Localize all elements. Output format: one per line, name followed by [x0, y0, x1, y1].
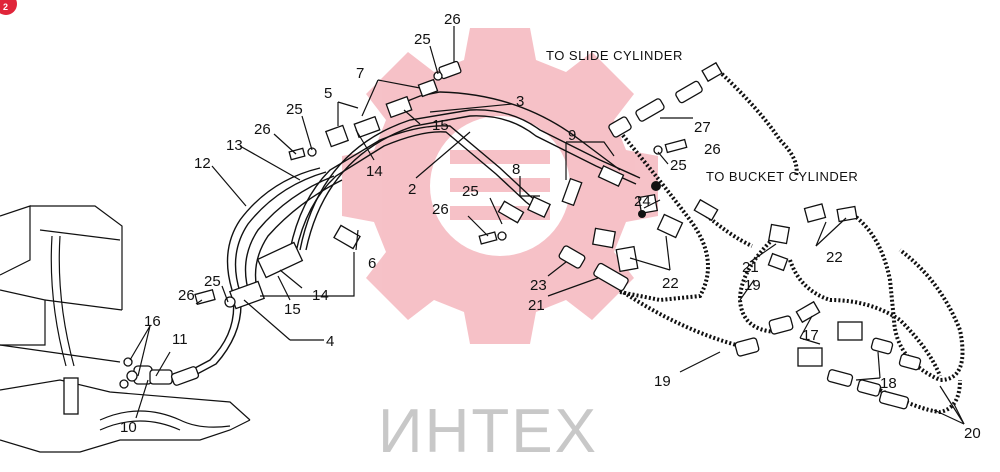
fittings — [119, 60, 922, 410]
callout-19: 19 — [654, 373, 671, 390]
callout-15: 15 — [432, 117, 449, 134]
callout-22: 22 — [826, 249, 843, 266]
callout-5: 5 — [324, 85, 332, 102]
callout-25: 25 — [462, 183, 479, 200]
callout-25: 25 — [670, 157, 687, 174]
callout-labels: 26 25 7 3 5 25 15 26 13 14 12 2 9 27 26 … — [120, 11, 981, 442]
callout-24: 24 — [634, 193, 651, 210]
callout-25: 25 — [286, 101, 303, 118]
leader-lines — [129, 26, 965, 425]
callout-14: 14 — [366, 163, 383, 180]
callout-13: 13 — [226, 137, 243, 154]
callout-14: 14 — [312, 287, 329, 304]
watermark-text: ИНТЕХ — [378, 397, 598, 466]
callout-25: 25 — [204, 273, 221, 290]
page-badge: 2 — [0, 0, 17, 15]
callout-4: 4 — [326, 333, 334, 350]
hose-bundle — [179, 167, 343, 381]
callout-25: 25 — [414, 31, 431, 48]
callout-19: 19 — [744, 277, 761, 294]
callout-10: 10 — [120, 419, 137, 436]
machine-frame — [0, 205, 251, 453]
callout-20: 20 — [964, 425, 981, 442]
callout-11: 11 — [172, 331, 188, 348]
caption-to-slide-cylinder: TO SLIDE CYLINDER — [546, 48, 683, 63]
caption-to-bucket-cylinder: TO BUCKET CYLINDER — [706, 169, 858, 184]
callout-26: 26 — [254, 121, 271, 138]
callout-26: 26 — [178, 287, 195, 304]
callout-9: 9 — [568, 127, 576, 144]
callout-8: 8 — [512, 161, 520, 178]
svg-text:2: 2 — [3, 2, 8, 12]
callout-7: 7 — [356, 65, 364, 82]
callout-12: 12 — [194, 155, 211, 172]
callout-18: 18 — [880, 375, 897, 392]
callout-26: 26 — [444, 11, 461, 28]
callout-27: 27 — [694, 119, 711, 136]
watermark-logo — [342, 28, 658, 344]
callout-21: 21 — [742, 259, 759, 276]
callout-15: 15 — [284, 301, 301, 318]
callout-21: 21 — [528, 297, 545, 314]
callout-23: 23 — [530, 277, 547, 294]
callout-17: 17 — [802, 327, 819, 344]
callout-26: 26 — [704, 141, 721, 158]
steel-tubes — [289, 91, 641, 253]
callout-6: 6 — [368, 255, 376, 272]
callout-2: 2 — [408, 181, 416, 198]
callout-26: 26 — [432, 201, 449, 218]
callout-22: 22 — [662, 275, 679, 292]
callout-16: 16 — [144, 313, 161, 330]
callout-3: 3 — [516, 93, 524, 110]
